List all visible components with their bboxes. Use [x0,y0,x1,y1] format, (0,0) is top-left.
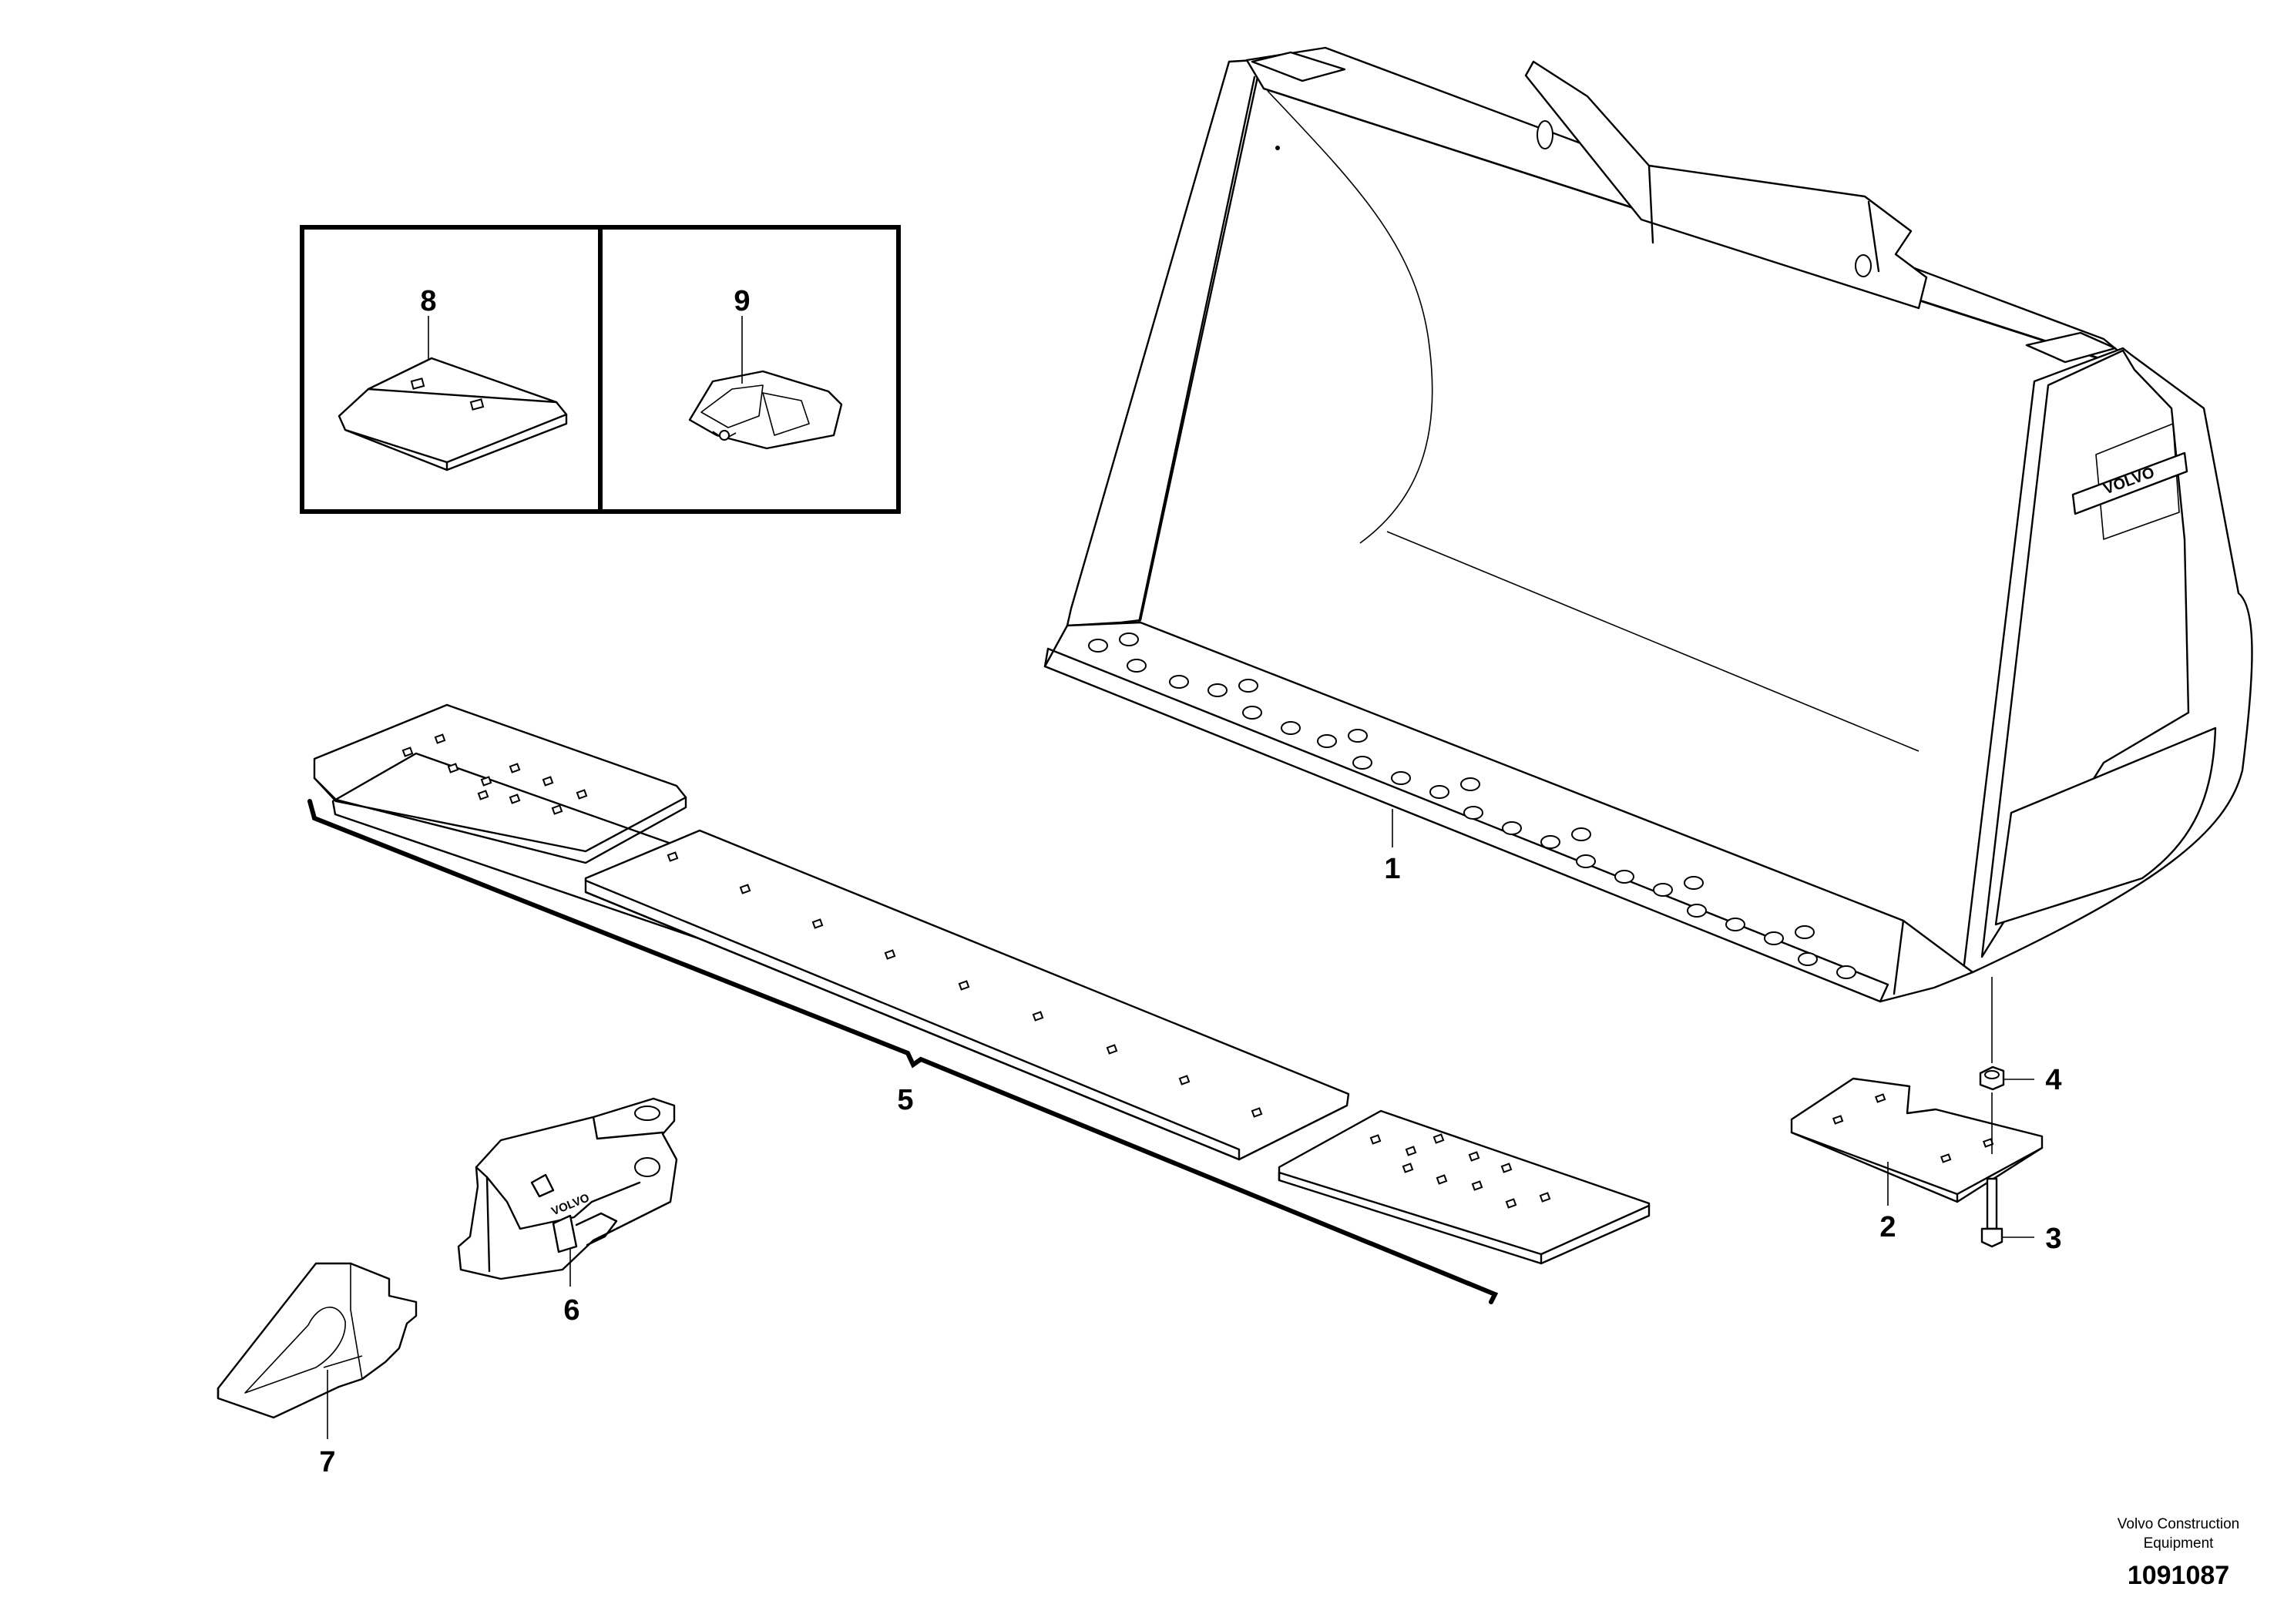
cutting-edge-segment-right [1278,1109,1651,1265]
inset-panel-9 [598,225,901,514]
credit-line-1: Volvo Construction [2118,1516,2239,1532]
bolt [1980,1177,2003,1248]
leader-lines [327,316,2034,1439]
callout-1: 1 [1384,853,1400,885]
callout-6: 6 [563,1294,579,1327]
callout-5: 5 [897,1084,913,1116]
cutting-edge-holes [1088,632,1856,979]
nut [1979,1065,2005,1091]
cutting-edge-set-bracket [307,799,1499,1304]
segment-middle-holes [667,851,1263,1118]
credit-line-2: Equipment [2144,1535,2215,1552]
credit-block: Volvo Construction Equipment 1091087 [2118,1516,2239,1590]
bolt-on-tooth [688,370,843,450]
tooth-adapter: VOLVO [457,1097,678,1280]
figure-number: 1091087 [2128,1561,2229,1590]
inset-panel-8 [300,225,603,514]
tooth [217,1262,418,1419]
corner-wear-plate [1790,1077,2044,1203]
callout-4: 4 [2045,1064,2061,1096]
callout-8: 8 [420,285,436,317]
callout-9: 9 [734,285,750,317]
callout-2: 2 [1879,1211,1896,1243]
bucket: VOLVO [1043,46,2253,1003]
cutting-edge-segment-middle [584,829,1350,1161]
callout-7: 7 [319,1446,335,1478]
callout-3: 3 [2045,1223,2061,1255]
segment-left-holes [401,733,588,815]
segment-right-holes [1369,1133,1551,1209]
callouts: 1 2 3 4 5 6 7 8 9 [319,285,2061,1478]
